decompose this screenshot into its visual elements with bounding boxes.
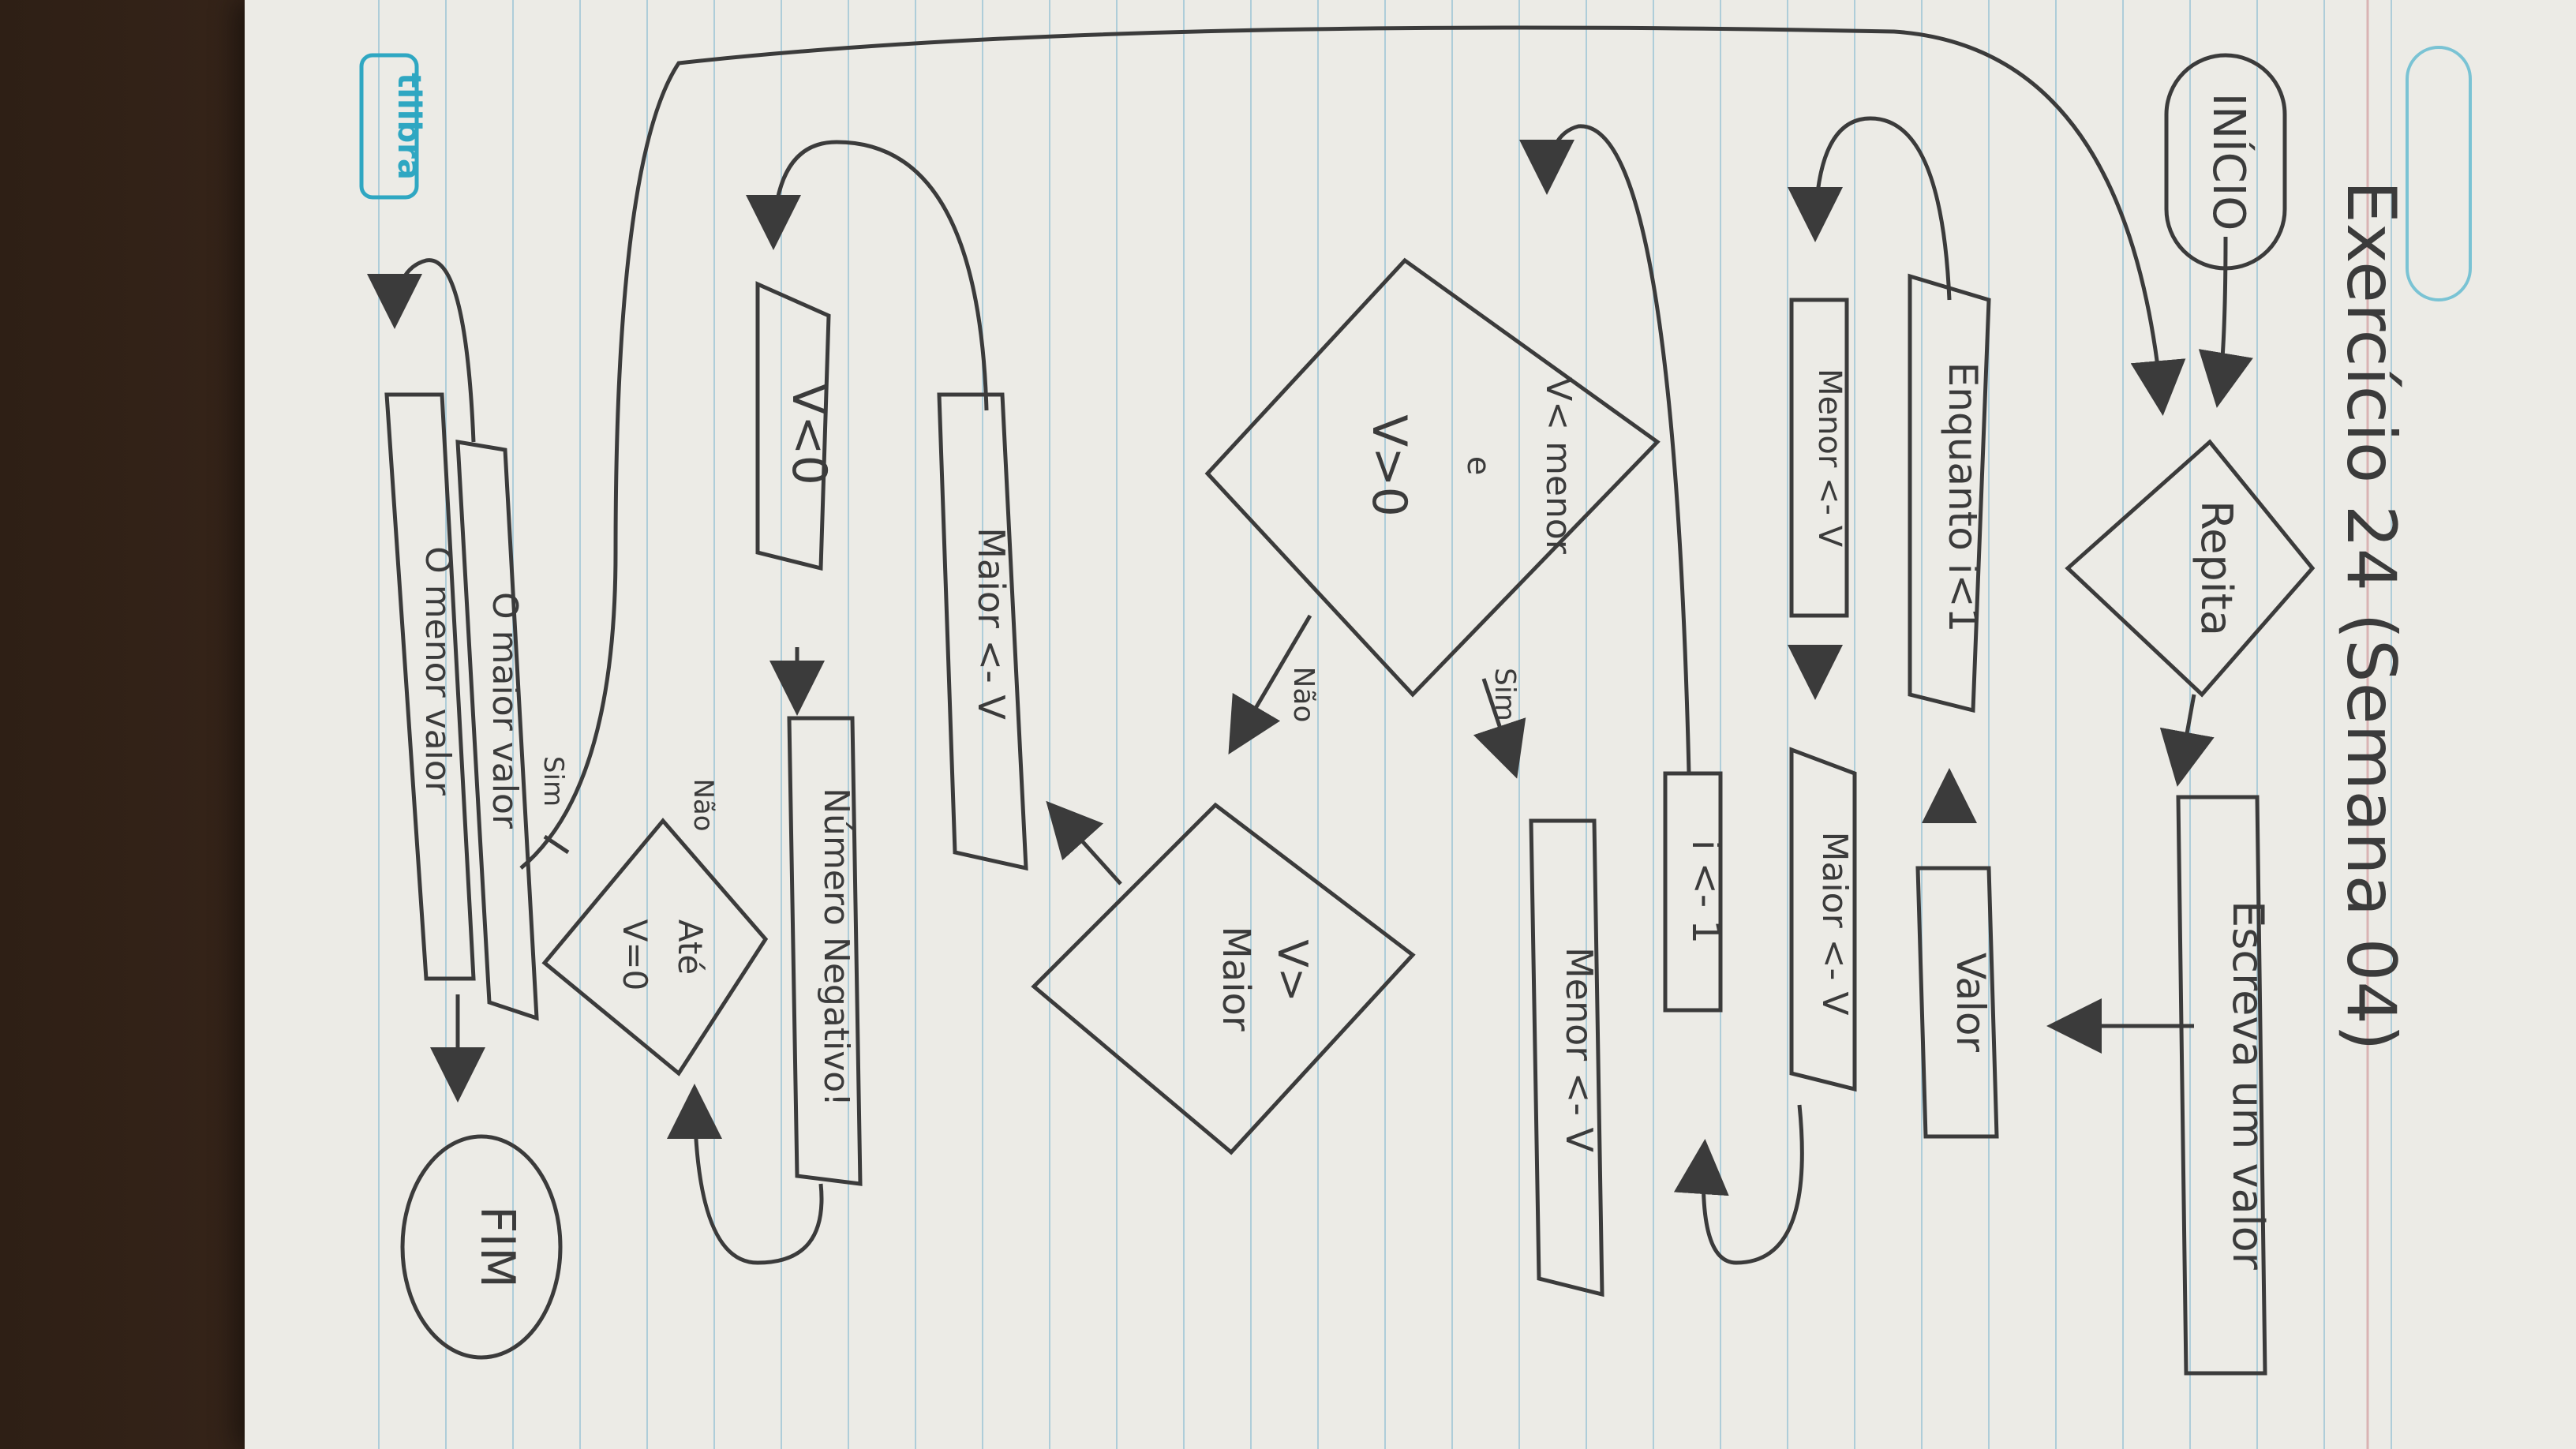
negative-condition-box: V<0 bbox=[755, 281, 837, 571]
end-label: FIM bbox=[470, 1206, 525, 1288]
edge-yes-2: Sim bbox=[537, 756, 569, 807]
smallest-assign-box: Menor <- V bbox=[1529, 818, 1604, 1297]
cond-smaller-label: V< menor bbox=[1538, 377, 1578, 555]
largest-assign-box: Maior <- V bbox=[937, 392, 1028, 871]
connectors bbox=[367, 25, 2253, 1265]
until-label-a: Até bbox=[671, 919, 710, 975]
smallest-assign-label: Menor <- V bbox=[1558, 947, 1601, 1153]
smallest-init-label: Menor <- V bbox=[1811, 369, 1848, 548]
write-label: Escreva um valor bbox=[2223, 900, 2273, 1270]
edge-no-2: Não bbox=[687, 778, 719, 831]
notebook-rules bbox=[378, 0, 2392, 1449]
repeat-diamond: Repita bbox=[2065, 439, 2316, 698]
read-value-label: Valor bbox=[1948, 953, 1994, 1052]
larger-condition-diamond: V> Maior bbox=[1031, 802, 1416, 1155]
header-tab bbox=[2406, 46, 2472, 301]
negative-message-box: Número Negativo! bbox=[787, 716, 863, 1186]
start-label: INÍCIO bbox=[2203, 93, 2255, 231]
edge-yes-1: Sim bbox=[1488, 668, 1521, 721]
output-smallest-box: O menor valor bbox=[384, 392, 476, 981]
largest-assign-label: Maior <- V bbox=[970, 527, 1013, 720]
read-value-box: Valor bbox=[1915, 866, 1999, 1139]
tilibra-logo: tilibra bbox=[359, 53, 427, 200]
cond-larger-label-a: V> bbox=[1268, 939, 1316, 1002]
smallest-init-box: Menor <- V bbox=[1789, 298, 1849, 618]
largest-init-label: Maior <- V bbox=[1814, 832, 1855, 1016]
cond-and-label: e bbox=[1460, 456, 1496, 476]
while-box: Enquanto i<1 bbox=[1908, 273, 1991, 713]
output-largest-label: O maior valor bbox=[485, 592, 525, 829]
counter-box: i <- 1 bbox=[1663, 771, 1728, 1013]
edge-no-1: Não bbox=[1287, 666, 1320, 722]
end-node: FIM bbox=[400, 1134, 563, 1360]
page-title: Exercício 24 (Semana 04) bbox=[2331, 180, 2410, 1050]
negative-message-label: Número Negativo! bbox=[816, 788, 856, 1106]
until-label-b: V=0 bbox=[616, 919, 654, 991]
cond-negative-label: V<0 bbox=[781, 383, 837, 485]
while-label: Enquanto i<1 bbox=[1940, 362, 1986, 633]
cond-positive-label: V>0 bbox=[1361, 414, 1417, 517]
output-smallest-label: O menor valor bbox=[417, 546, 458, 796]
counter-label: i <- 1 bbox=[1683, 840, 1728, 944]
repeat-label: Repita bbox=[2192, 500, 2241, 636]
output-largest-box: O maior valor bbox=[455, 440, 539, 1021]
cond-larger-label-b: Maior bbox=[1214, 926, 1258, 1032]
brand-text: tilibra bbox=[391, 73, 427, 180]
largest-init-box: Maior <- V bbox=[1789, 747, 1857, 1092]
smaller-condition-diamond: V< menor e V>0 bbox=[1204, 257, 1661, 698]
until-diamond: Até V=0 bbox=[541, 818, 769, 1076]
start-node: INÍCIO bbox=[2164, 53, 2287, 271]
write-box: Escreva um valor bbox=[2176, 795, 2273, 1376]
